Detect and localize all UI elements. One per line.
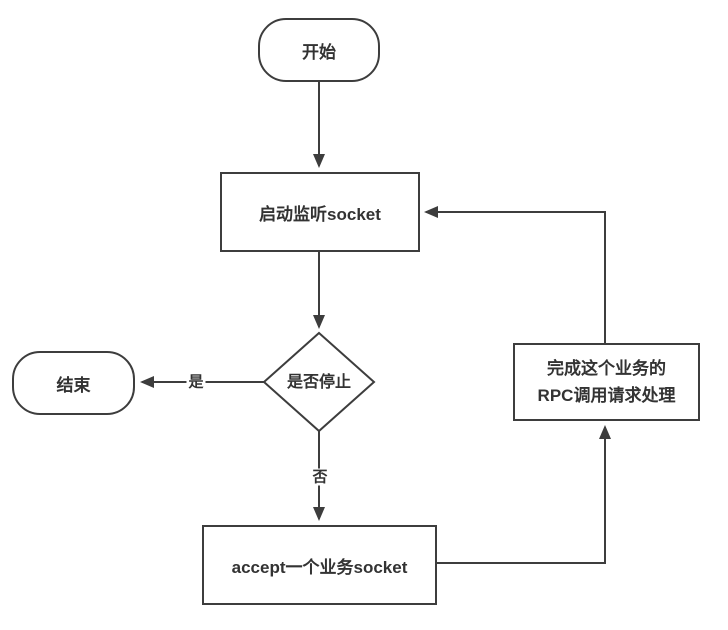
decision-node-label: 是否停止 — [286, 374, 352, 391]
rpc-process-node-label-line2: RPC调用请求处理 — [537, 386, 676, 405]
edge-rpc-to-listen — [424, 206, 606, 343]
edge-label-no: 否 — [310, 468, 330, 486]
decision-diamond — [262, 331, 376, 433]
edge-accept-to-rpc — [437, 425, 611, 564]
rpc-process-node: 完成这个业务的 RPC调用请求处理 — [513, 343, 700, 421]
listen-socket-node: 启动监听socket — [220, 172, 420, 252]
listen-socket-node-label: 启动监听socket — [259, 204, 381, 224]
accept-socket-node: accept一个业务socket — [202, 525, 437, 605]
start-node-label: 开始 — [302, 42, 336, 62]
edge-label-yes: 是 — [186, 373, 206, 391]
end-node-label: 结束 — [56, 375, 91, 395]
start-node: 开始 — [258, 18, 380, 82]
accept-socket-node-label: accept一个业务socket — [231, 557, 408, 577]
end-node: 结束 — [12, 351, 135, 415]
rpc-process-node-label: 完成这个业务的 RPC调用请求处理 — [538, 355, 676, 409]
rpc-process-node-label-line1: 完成这个业务的 — [547, 359, 666, 378]
